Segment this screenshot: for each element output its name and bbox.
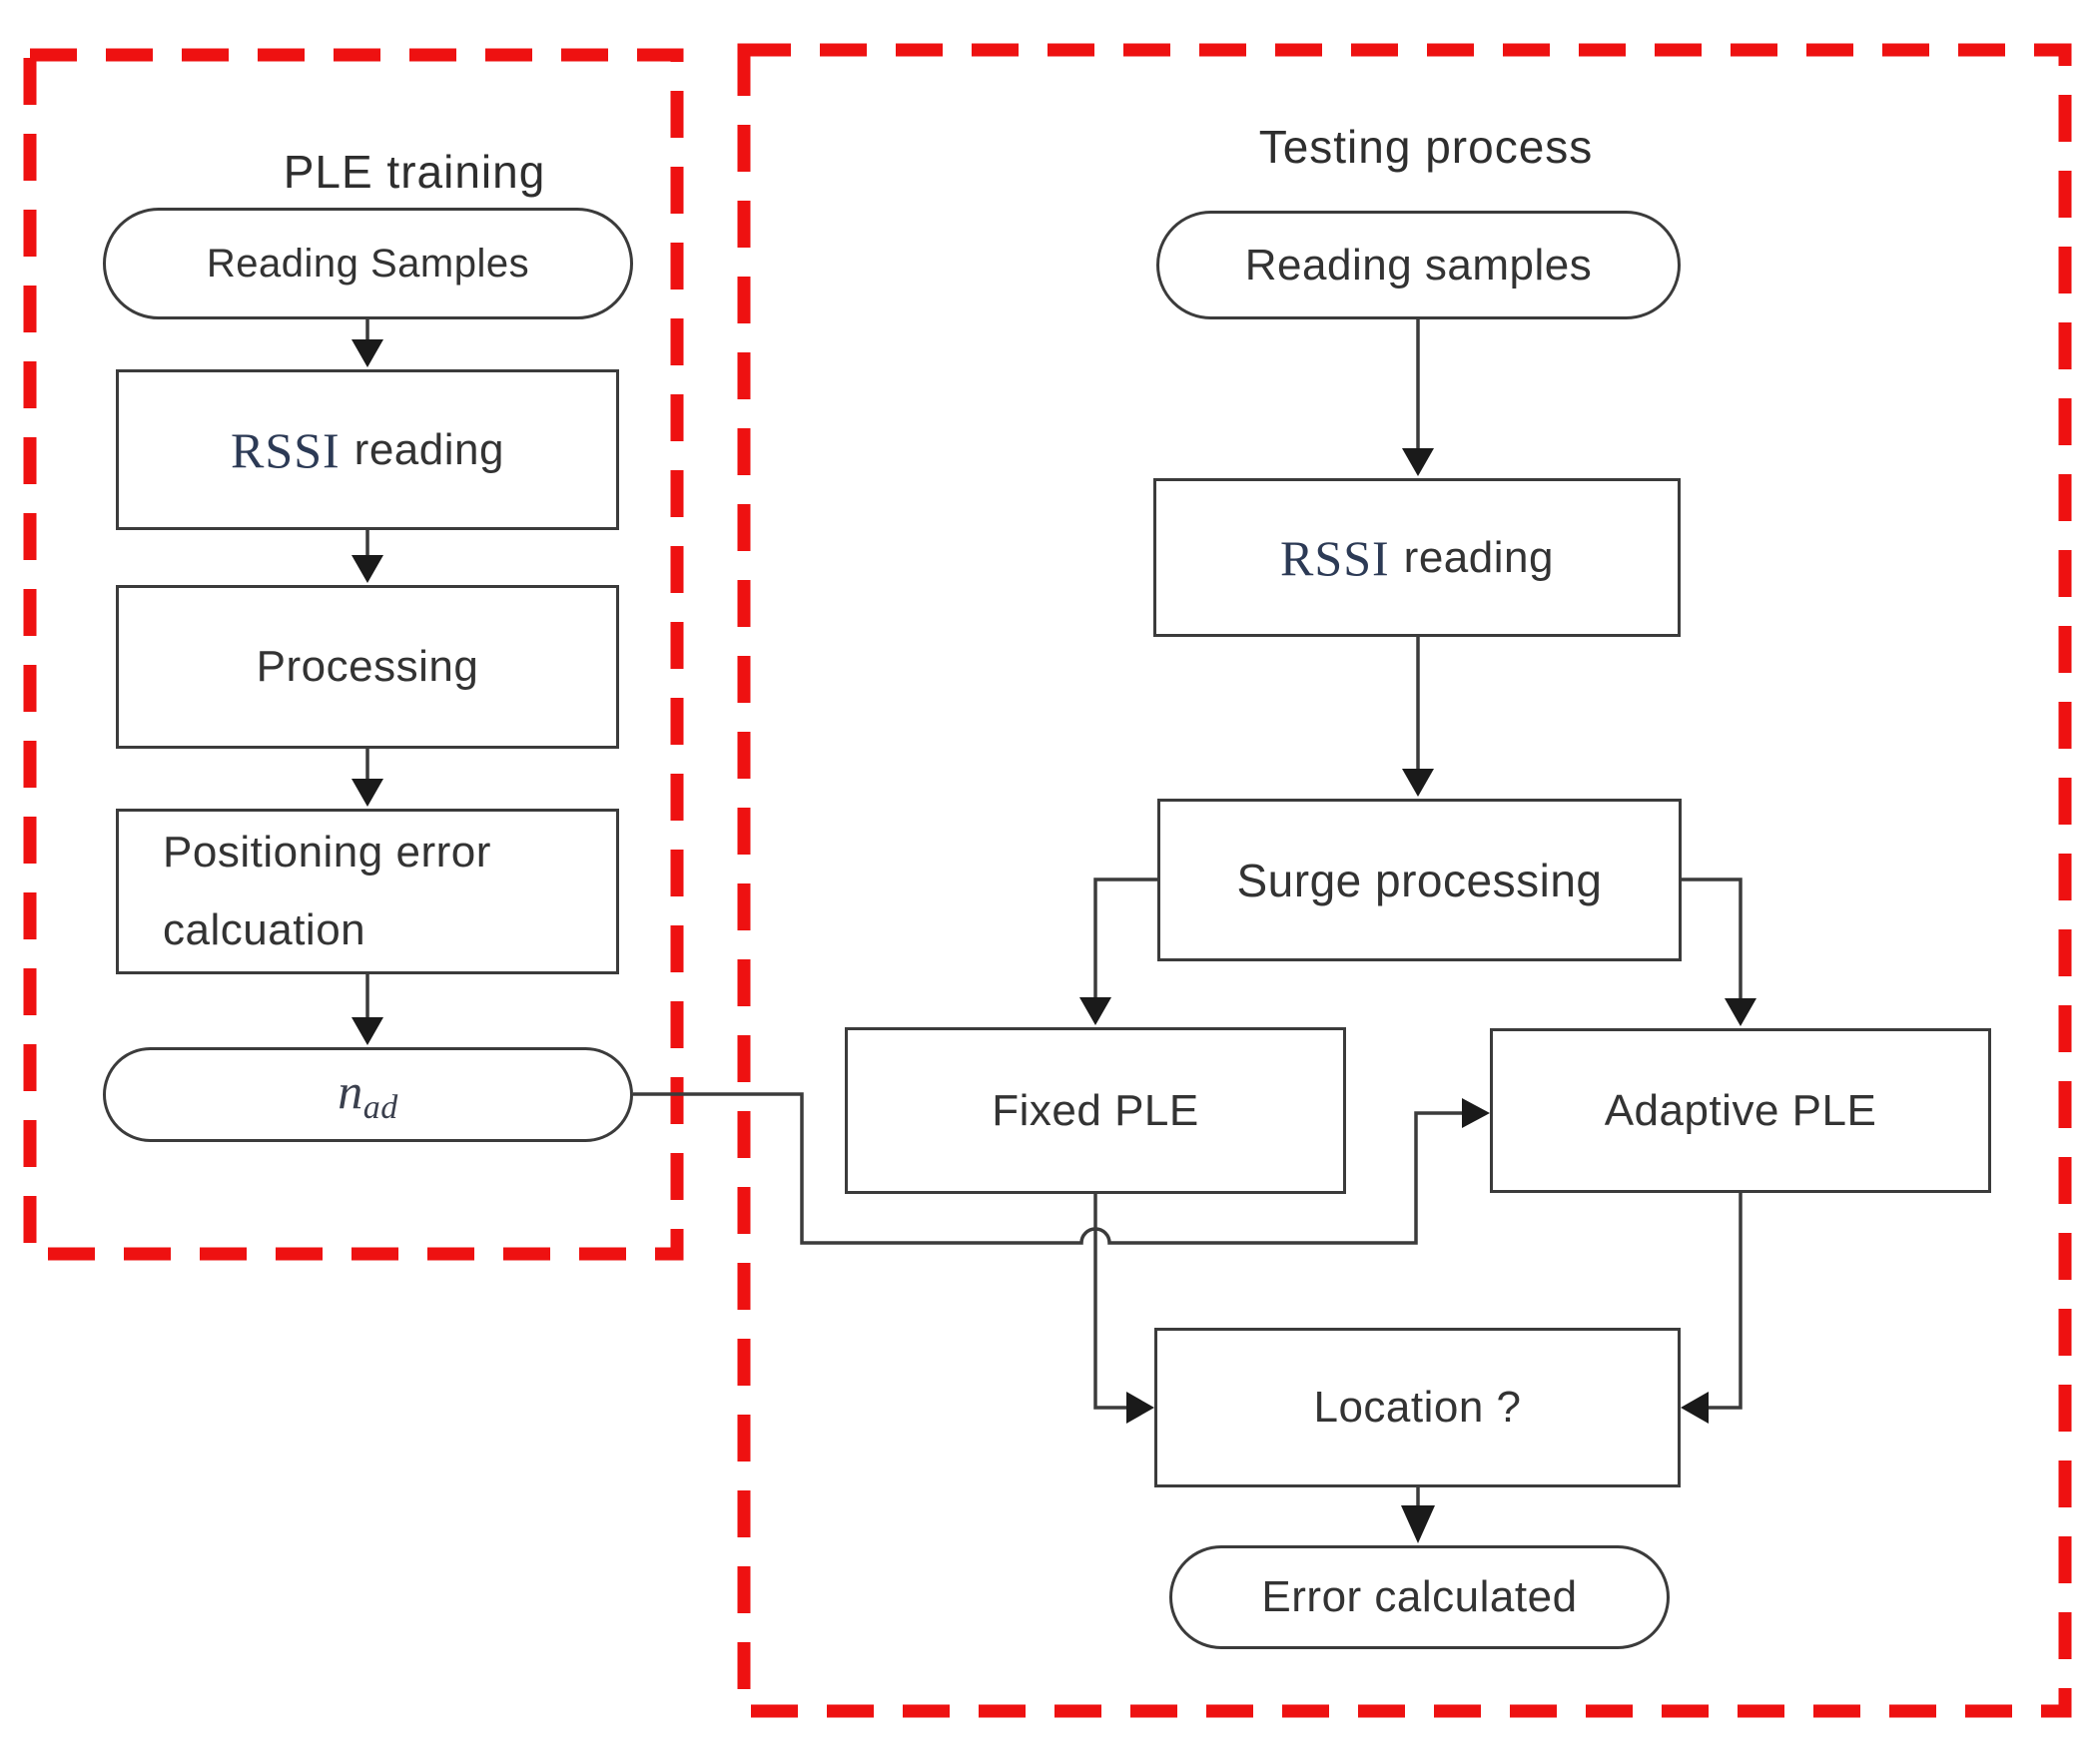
arrowhead-into-adaptive-top bbox=[1725, 998, 1756, 1026]
edge-surge-adaptive bbox=[1682, 878, 1743, 1000]
node-label: Location ? bbox=[1313, 1383, 1522, 1432]
node-processing: Processing bbox=[116, 585, 619, 749]
node-positioning-error: Positioning error calcuation bbox=[116, 809, 619, 974]
node-surge-processing: Surge processing bbox=[1157, 799, 1682, 961]
n-ad-symbol: nad bbox=[338, 1063, 398, 1126]
testing-process-panel-border bbox=[737, 43, 2072, 1718]
node-location: Location ? bbox=[1154, 1328, 1681, 1487]
node-label: Reading samples bbox=[1244, 240, 1593, 290]
arrowhead-into-processing bbox=[351, 555, 383, 583]
ple-training-title: PLE training bbox=[283, 146, 546, 198]
node-label: reading bbox=[353, 424, 504, 474]
connector-lines bbox=[365, 319, 1743, 1507]
node-fixed-ple: Fixed PLE bbox=[845, 1027, 1346, 1194]
node-label-line1: Positioning error bbox=[163, 828, 491, 877]
arrowhead-into-error bbox=[1401, 1505, 1435, 1543]
edge-adaptive-location bbox=[1707, 1193, 1743, 1410]
rssi-word: RSSI bbox=[231, 421, 341, 478]
edge-surge-fixed bbox=[1093, 878, 1157, 999]
ple-training-panel-border bbox=[23, 48, 684, 1261]
node-reading-samples-left: Reading Samples bbox=[103, 208, 633, 319]
node-label: Processing bbox=[256, 642, 479, 691]
node-adaptive-ple: Adaptive PLE bbox=[1490, 1028, 1991, 1193]
arrowhead-into-poserror bbox=[351, 779, 383, 807]
node-reading-samples-right: Reading samples bbox=[1156, 211, 1681, 319]
node-rssi-reading-right: RSSI reading bbox=[1153, 478, 1681, 637]
node-label: Reading Samples bbox=[206, 241, 530, 286]
node-label: reading bbox=[1403, 532, 1554, 582]
arrowhead-into-surge bbox=[1402, 769, 1434, 797]
node-label-line2: calcuation bbox=[163, 905, 366, 954]
arrowhead-into-fixed bbox=[1079, 997, 1111, 1025]
node-n-ad: nad bbox=[103, 1047, 633, 1142]
node-error-calculated: Error calculated bbox=[1169, 1545, 1670, 1649]
node-label: Adaptive PLE bbox=[1604, 1085, 1877, 1135]
arrowheads bbox=[351, 339, 1756, 1543]
edge-fixed-location bbox=[1093, 1194, 1126, 1410]
arrowhead-into-nad bbox=[351, 1017, 383, 1045]
arrowhead-into-rssi-left bbox=[351, 339, 383, 367]
node-rssi-reading-left: RSSI reading bbox=[116, 369, 619, 530]
node-label: Fixed PLE bbox=[992, 1085, 1199, 1135]
edge-nad-adaptive bbox=[633, 1092, 1462, 1245]
arrowhead-into-rssi-right bbox=[1402, 448, 1434, 476]
arrowhead-nad-into-adaptive bbox=[1462, 1098, 1490, 1128]
testing-process-title: Testing process bbox=[1258, 121, 1594, 173]
arrowhead-into-location-right bbox=[1681, 1392, 1709, 1424]
rssi-word: RSSI bbox=[1280, 529, 1390, 586]
node-label: Surge processing bbox=[1236, 854, 1603, 906]
node-label: Error calculated bbox=[1261, 1572, 1578, 1621]
arrowhead-into-location-left bbox=[1126, 1392, 1154, 1424]
